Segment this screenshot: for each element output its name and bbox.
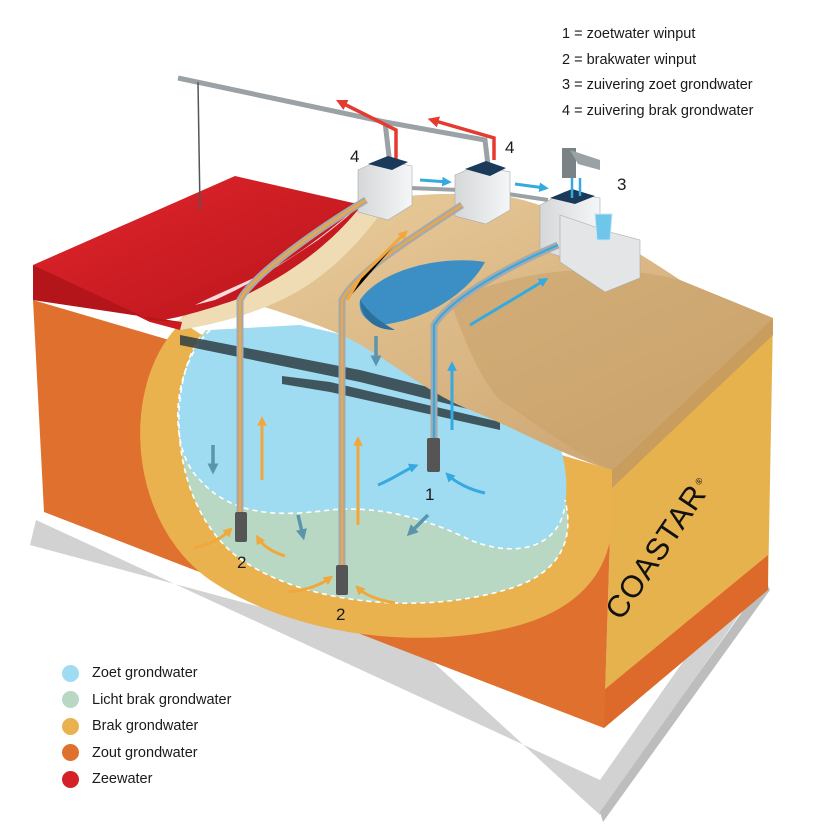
legend-item: Zoet grondwater bbox=[62, 660, 231, 687]
side-face-right-salt bbox=[604, 555, 768, 728]
well-fresh bbox=[427, 241, 560, 472]
dune-shade bbox=[450, 269, 773, 470]
return-flow-2 bbox=[427, 116, 496, 160]
marker-well-fresh: 1 bbox=[425, 485, 434, 504]
treatment-box-brackish-1 bbox=[357, 156, 413, 221]
treatment-box-brackish-2 bbox=[454, 161, 511, 225]
marker-treatment-fresh: 3 bbox=[617, 175, 626, 194]
legend-item: Zeewater bbox=[62, 766, 231, 793]
key-fresh-treatment: 3 = zuivering zoet grondwater bbox=[562, 77, 753, 93]
well-brackish-left bbox=[235, 197, 368, 542]
outfall-riser bbox=[197, 81, 201, 211]
marker-treatment-brackish-2: 4 bbox=[505, 138, 514, 157]
marker-well-brackish-2: 2 bbox=[336, 605, 345, 624]
legend-swatch-light-brackish bbox=[62, 691, 79, 709]
legend-item: Licht brak grondwater bbox=[62, 687, 231, 714]
flow-in-brackish-4 bbox=[355, 585, 396, 605]
side-face-right-top bbox=[612, 318, 773, 488]
flow-in-fresh-1 bbox=[377, 463, 419, 487]
flow-in-brackish-2 bbox=[256, 534, 286, 558]
legend-swatch-sea bbox=[62, 770, 79, 788]
connector-pipe bbox=[409, 186, 549, 202]
number-key: 1 = zoetwater winput 2 = brakwater winpu… bbox=[562, 22, 753, 124]
side-face-right bbox=[604, 318, 773, 728]
legend-label: Brak grondwater bbox=[92, 718, 199, 735]
flow-in-brackish-3 bbox=[287, 575, 334, 594]
marker-well-brackish-1: 2 bbox=[237, 553, 246, 572]
legend-swatch-brackish bbox=[62, 717, 79, 735]
sea-front-face bbox=[33, 265, 180, 322]
floor-shadow-edge bbox=[600, 580, 770, 822]
color-legend: Zoet grondwater Licht brak grondwater Br… bbox=[62, 660, 231, 793]
return-flow-1 bbox=[335, 99, 398, 160]
brackish-boundary-line bbox=[178, 329, 569, 604]
key-brackish-well: 2 = brakwater winput bbox=[562, 51, 697, 68]
legend-swatch-fresh bbox=[62, 664, 79, 682]
flow-in-brackish-1 bbox=[192, 527, 233, 550]
legend-label: Licht brak grondwater bbox=[92, 691, 232, 708]
legend-swatch-salt bbox=[62, 744, 79, 762]
flow-fresh-2 bbox=[514, 182, 549, 192]
flow-fresh-1 bbox=[419, 176, 452, 187]
marker-treatment-brackish-1: 4 bbox=[350, 147, 359, 166]
treatment-box-fresh bbox=[539, 148, 641, 293]
flow-in-fresh-2 bbox=[445, 472, 486, 495]
flow-up-pipe-1 bbox=[345, 230, 408, 301]
key-freshwater-well: 1 = zoetwater winput bbox=[562, 26, 696, 42]
key-brackish-treatment: 4 = zuivering brak grondwater bbox=[562, 102, 754, 119]
outfall-pipe-2 bbox=[384, 119, 491, 166]
infiltration-pond-edge bbox=[360, 300, 395, 330]
legend-item: Brak grondwater bbox=[62, 713, 231, 740]
infiltration-pond bbox=[359, 260, 485, 325]
flow-down-3 bbox=[295, 514, 307, 541]
clay-layer-2 bbox=[282, 376, 500, 430]
legend-label: Zoet grondwater bbox=[92, 665, 198, 682]
legend-label: Zeewater bbox=[92, 771, 153, 788]
flow-down-4 bbox=[406, 513, 430, 537]
flow-up-fresh-pipe bbox=[469, 278, 549, 327]
legend-item: Zout grondwater bbox=[62, 740, 231, 767]
sea-top bbox=[33, 176, 362, 322]
floor-shadow bbox=[30, 520, 760, 815]
legend-label: Zout grondwater bbox=[92, 744, 198, 761]
